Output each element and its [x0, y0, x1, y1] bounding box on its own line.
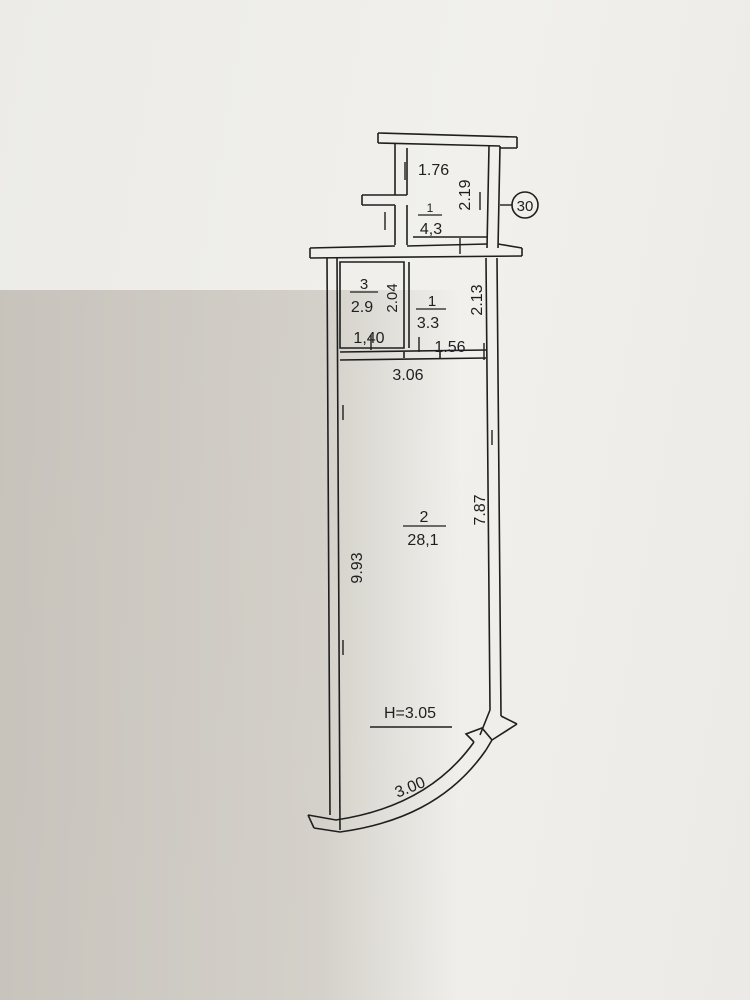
- phone-shadow: [0, 290, 460, 1000]
- main-room-width: 3.06: [392, 367, 423, 384]
- top-room-length: 2.19: [457, 179, 474, 210]
- hall-room-width: 1.56: [434, 339, 465, 356]
- ceiling-height: H=3.05: [384, 705, 436, 722]
- top-room-width: 1.76: [418, 162, 449, 179]
- hall-room-length: 2.13: [469, 284, 486, 315]
- hall-room-area: 3.3: [417, 315, 439, 332]
- main-room-area: 28,1: [407, 532, 438, 549]
- main-room-number: 2: [420, 509, 429, 526]
- hall-room-number: 1: [428, 293, 436, 310]
- wall-outer: [326, 257, 518, 831]
- top-room-area: 4,3: [420, 221, 442, 238]
- apartment-number-badge: 30: [500, 191, 539, 219]
- bath-room-number: 3: [360, 276, 368, 293]
- dimension-ticks: [342, 162, 493, 655]
- apartment-number: 30: [517, 198, 534, 215]
- top-room-number: 1: [427, 201, 434, 215]
- main-room-length-left: 9.93: [349, 552, 366, 583]
- main-room-length-right: 7.87: [472, 494, 489, 525]
- wall-mid-top: [309, 243, 523, 259]
- bath-room-area: 2.9: [351, 299, 373, 316]
- wall-top-room: [361, 132, 518, 249]
- wall-bathroom: [339, 261, 487, 361]
- wall-arc: [307, 723, 518, 833]
- bath-room-length: 2.04: [384, 283, 401, 312]
- bath-room-width: 1,40: [353, 330, 384, 347]
